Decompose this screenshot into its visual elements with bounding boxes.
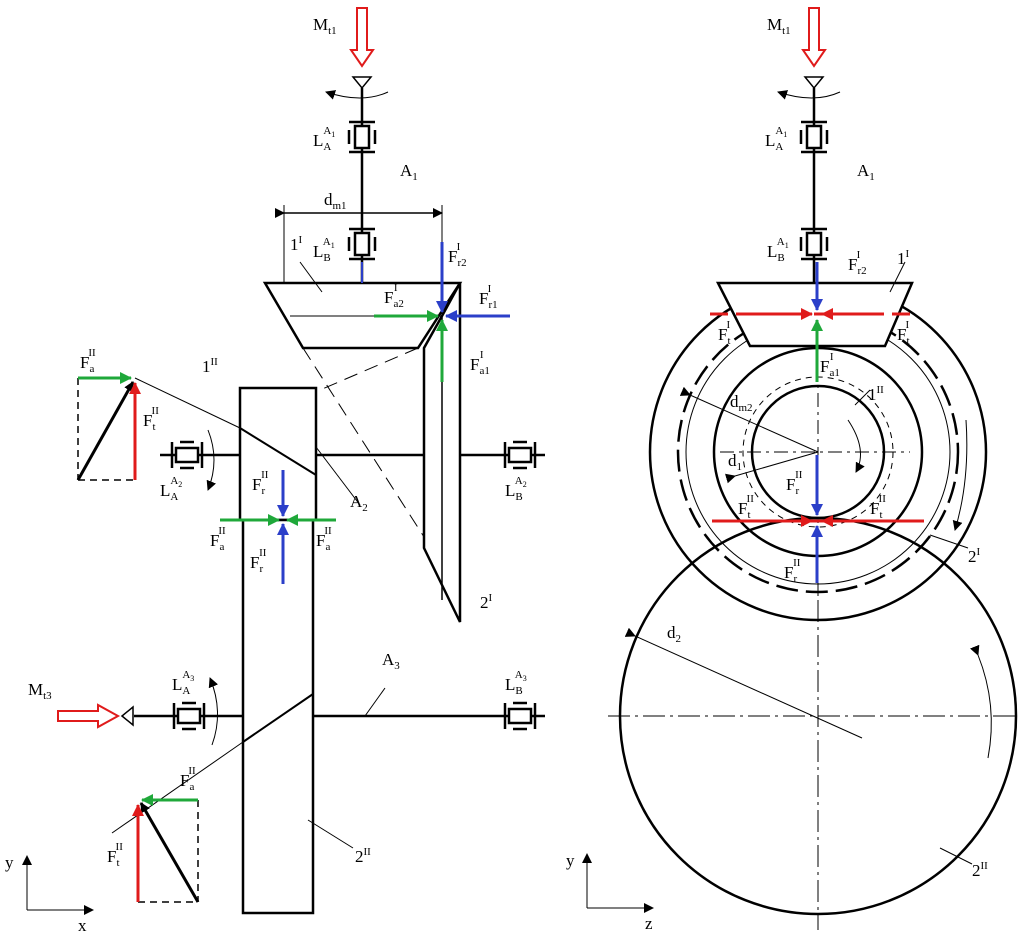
bearing-la-a2 — [170, 440, 204, 470]
label-fa2-I-left: Fa2I — [384, 282, 404, 310]
label-a1-left: A1 — [400, 161, 418, 183]
label-lb-a2: LBA2 — [505, 475, 527, 503]
label-1II-right: 1II — [868, 384, 884, 404]
force-triangle-top — [76, 372, 141, 481]
label-la-a3: LAA3 — [172, 669, 194, 697]
right-view: y z Mt1 LAA1 A1 LBA1 Fr2I 1I FtI FtI Fa1… — [566, 7, 1020, 933]
rotation-arrow-a2 — [206, 429, 216, 491]
label-a2-left: A2 — [350, 492, 368, 514]
axis-x-left: x — [78, 916, 87, 935]
label-dm1: dm1 — [324, 190, 347, 212]
helical-gear-1II — [238, 386, 318, 522]
label-lb-a3: LBA3 — [505, 669, 527, 697]
label-ft-II-top: FtII — [143, 405, 159, 433]
force-triangle-bottom — [132, 794, 200, 903]
label-mt1-right: Mt1 — [767, 15, 791, 37]
label-1II-left: 1II — [202, 356, 218, 376]
label-fr1-I-left: Fr1I — [479, 283, 498, 311]
label-2I-right: 2I — [968, 546, 981, 566]
label-ft-II-right-right: FtII — [870, 493, 886, 521]
label-fa-II-top: FaII — [80, 347, 96, 375]
bearing-la-a3 — [172, 701, 206, 731]
bearing-lb-a1-left — [347, 227, 377, 261]
bearing-lb-a2 — [503, 440, 537, 470]
label-2II-left: 2II — [355, 846, 371, 866]
moment-arrow-mt1-left — [349, 7, 375, 68]
label-a3-left: A3 — [382, 650, 400, 672]
label-ft-II-right-left: FtII — [738, 493, 754, 521]
label-la-a1-left: LAA1 — [313, 125, 335, 153]
label-fa1-I-left: Fa1I — [470, 349, 490, 377]
label-la-a1-right: LAA1 — [765, 125, 787, 153]
rotation-arrow-a3 — [208, 677, 219, 746]
label-fr-II-bottom: FrII — [250, 547, 267, 575]
bearing-la-a1-right — [799, 120, 829, 154]
label-a1-right: A1 — [857, 161, 875, 183]
axis-y-left: y — [5, 853, 14, 872]
label-fr-II-right-bottom: FrII — [784, 557, 801, 585]
label-fr-II-top: FrII — [252, 469, 269, 497]
moment-arrow-mt3 — [57, 703, 121, 729]
label-lb-a1-left: LBA1 — [313, 236, 335, 264]
axes-zy — [582, 853, 654, 913]
axis-z-right: z — [645, 914, 653, 933]
label-1I-left: 1I — [290, 234, 303, 254]
label-mt3: Mt3 — [28, 680, 52, 702]
label-d1: d1 — [728, 451, 742, 473]
axes-xy — [22, 855, 94, 915]
dim-d1 — [724, 451, 819, 484]
label-la-a2: LAA2 — [160, 475, 182, 503]
label-d2: d2 — [667, 623, 681, 645]
moment-arrow-mt1-right — [801, 7, 827, 68]
label-1I-right: 1I — [897, 248, 910, 268]
label-ft-I-right-right: FtI — [897, 319, 910, 347]
dim-d2 — [624, 627, 863, 739]
helical-gear-2II — [241, 518, 315, 915]
left-view: dm1 — [5, 7, 545, 935]
label-fa1-I-right: Fa1I — [820, 351, 840, 379]
bearing-lb-a1-right — [799, 227, 829, 261]
label-ft-II-bottom: FtII — [107, 841, 123, 869]
dim-dm2 — [679, 386, 819, 453]
label-fr2-I-right: Fr2I — [848, 249, 867, 277]
label-fr-II-right-top: FrII — [786, 469, 803, 497]
rotation-arrow-a1-left — [325, 90, 389, 100]
shaft-end-triangle-1 — [351, 76, 373, 90]
label-fa-II-bottom: FaII — [180, 765, 196, 793]
label-2II-right: 2II — [972, 860, 988, 880]
label-dm2: dm2 — [730, 392, 753, 414]
axis-y-right: y — [566, 851, 575, 870]
label-fa-II-mesh-left: FaII — [210, 525, 226, 553]
shaft-end-triangle-3 — [120, 705, 134, 727]
label-fa-II-mesh-right: FaII — [316, 525, 332, 553]
label-2I-left: 2I — [480, 592, 493, 612]
label-ft-I-right-left: FtI — [718, 319, 731, 347]
label-lb-a1-right: LBA1 — [767, 236, 789, 264]
label-mt1-left: Mt1 — [313, 15, 337, 37]
bearing-lb-a3 — [503, 701, 537, 731]
bearing-la-a1-left — [347, 120, 377, 154]
label-fr2-I-left: Fr2I — [448, 241, 467, 269]
